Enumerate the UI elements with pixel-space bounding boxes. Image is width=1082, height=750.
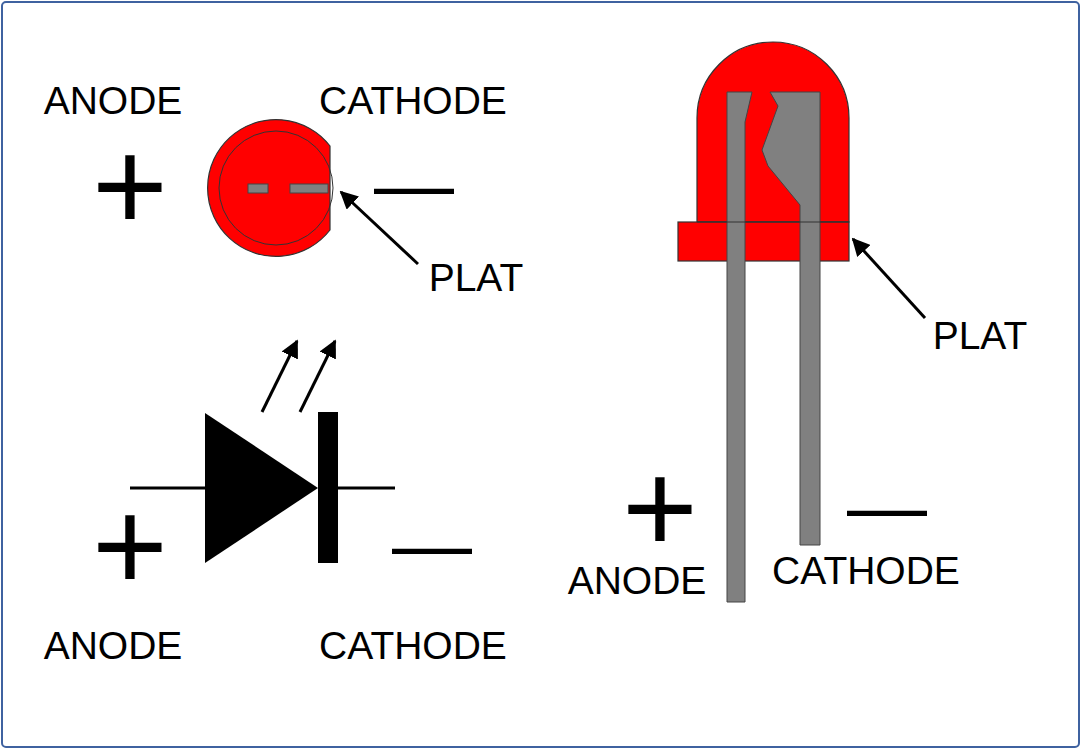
led-top-view bbox=[208, 120, 333, 257]
polarity-sign: — bbox=[392, 505, 472, 585]
led-symbol bbox=[130, 341, 395, 563]
pin-label: ANODE bbox=[44, 81, 183, 120]
polarity-sign: — bbox=[847, 467, 927, 547]
polarity-sign: — bbox=[374, 145, 454, 225]
polarity-sign: + bbox=[92, 120, 168, 250]
led-side-view bbox=[678, 42, 849, 602]
pin-label: CATHODE bbox=[319, 81, 507, 120]
pin-label: ANODE bbox=[568, 561, 707, 600]
pin-label: CATHODE bbox=[772, 551, 960, 590]
flat-label: PLAT bbox=[933, 316, 1028, 355]
polarity-sign: + bbox=[92, 480, 168, 610]
flat-label: PLAT bbox=[429, 258, 524, 297]
pin-label: ANODE bbox=[44, 626, 183, 665]
pin-label: CATHODE bbox=[319, 626, 507, 665]
polarity-sign: + bbox=[622, 442, 698, 572]
leader-line bbox=[853, 239, 925, 318]
